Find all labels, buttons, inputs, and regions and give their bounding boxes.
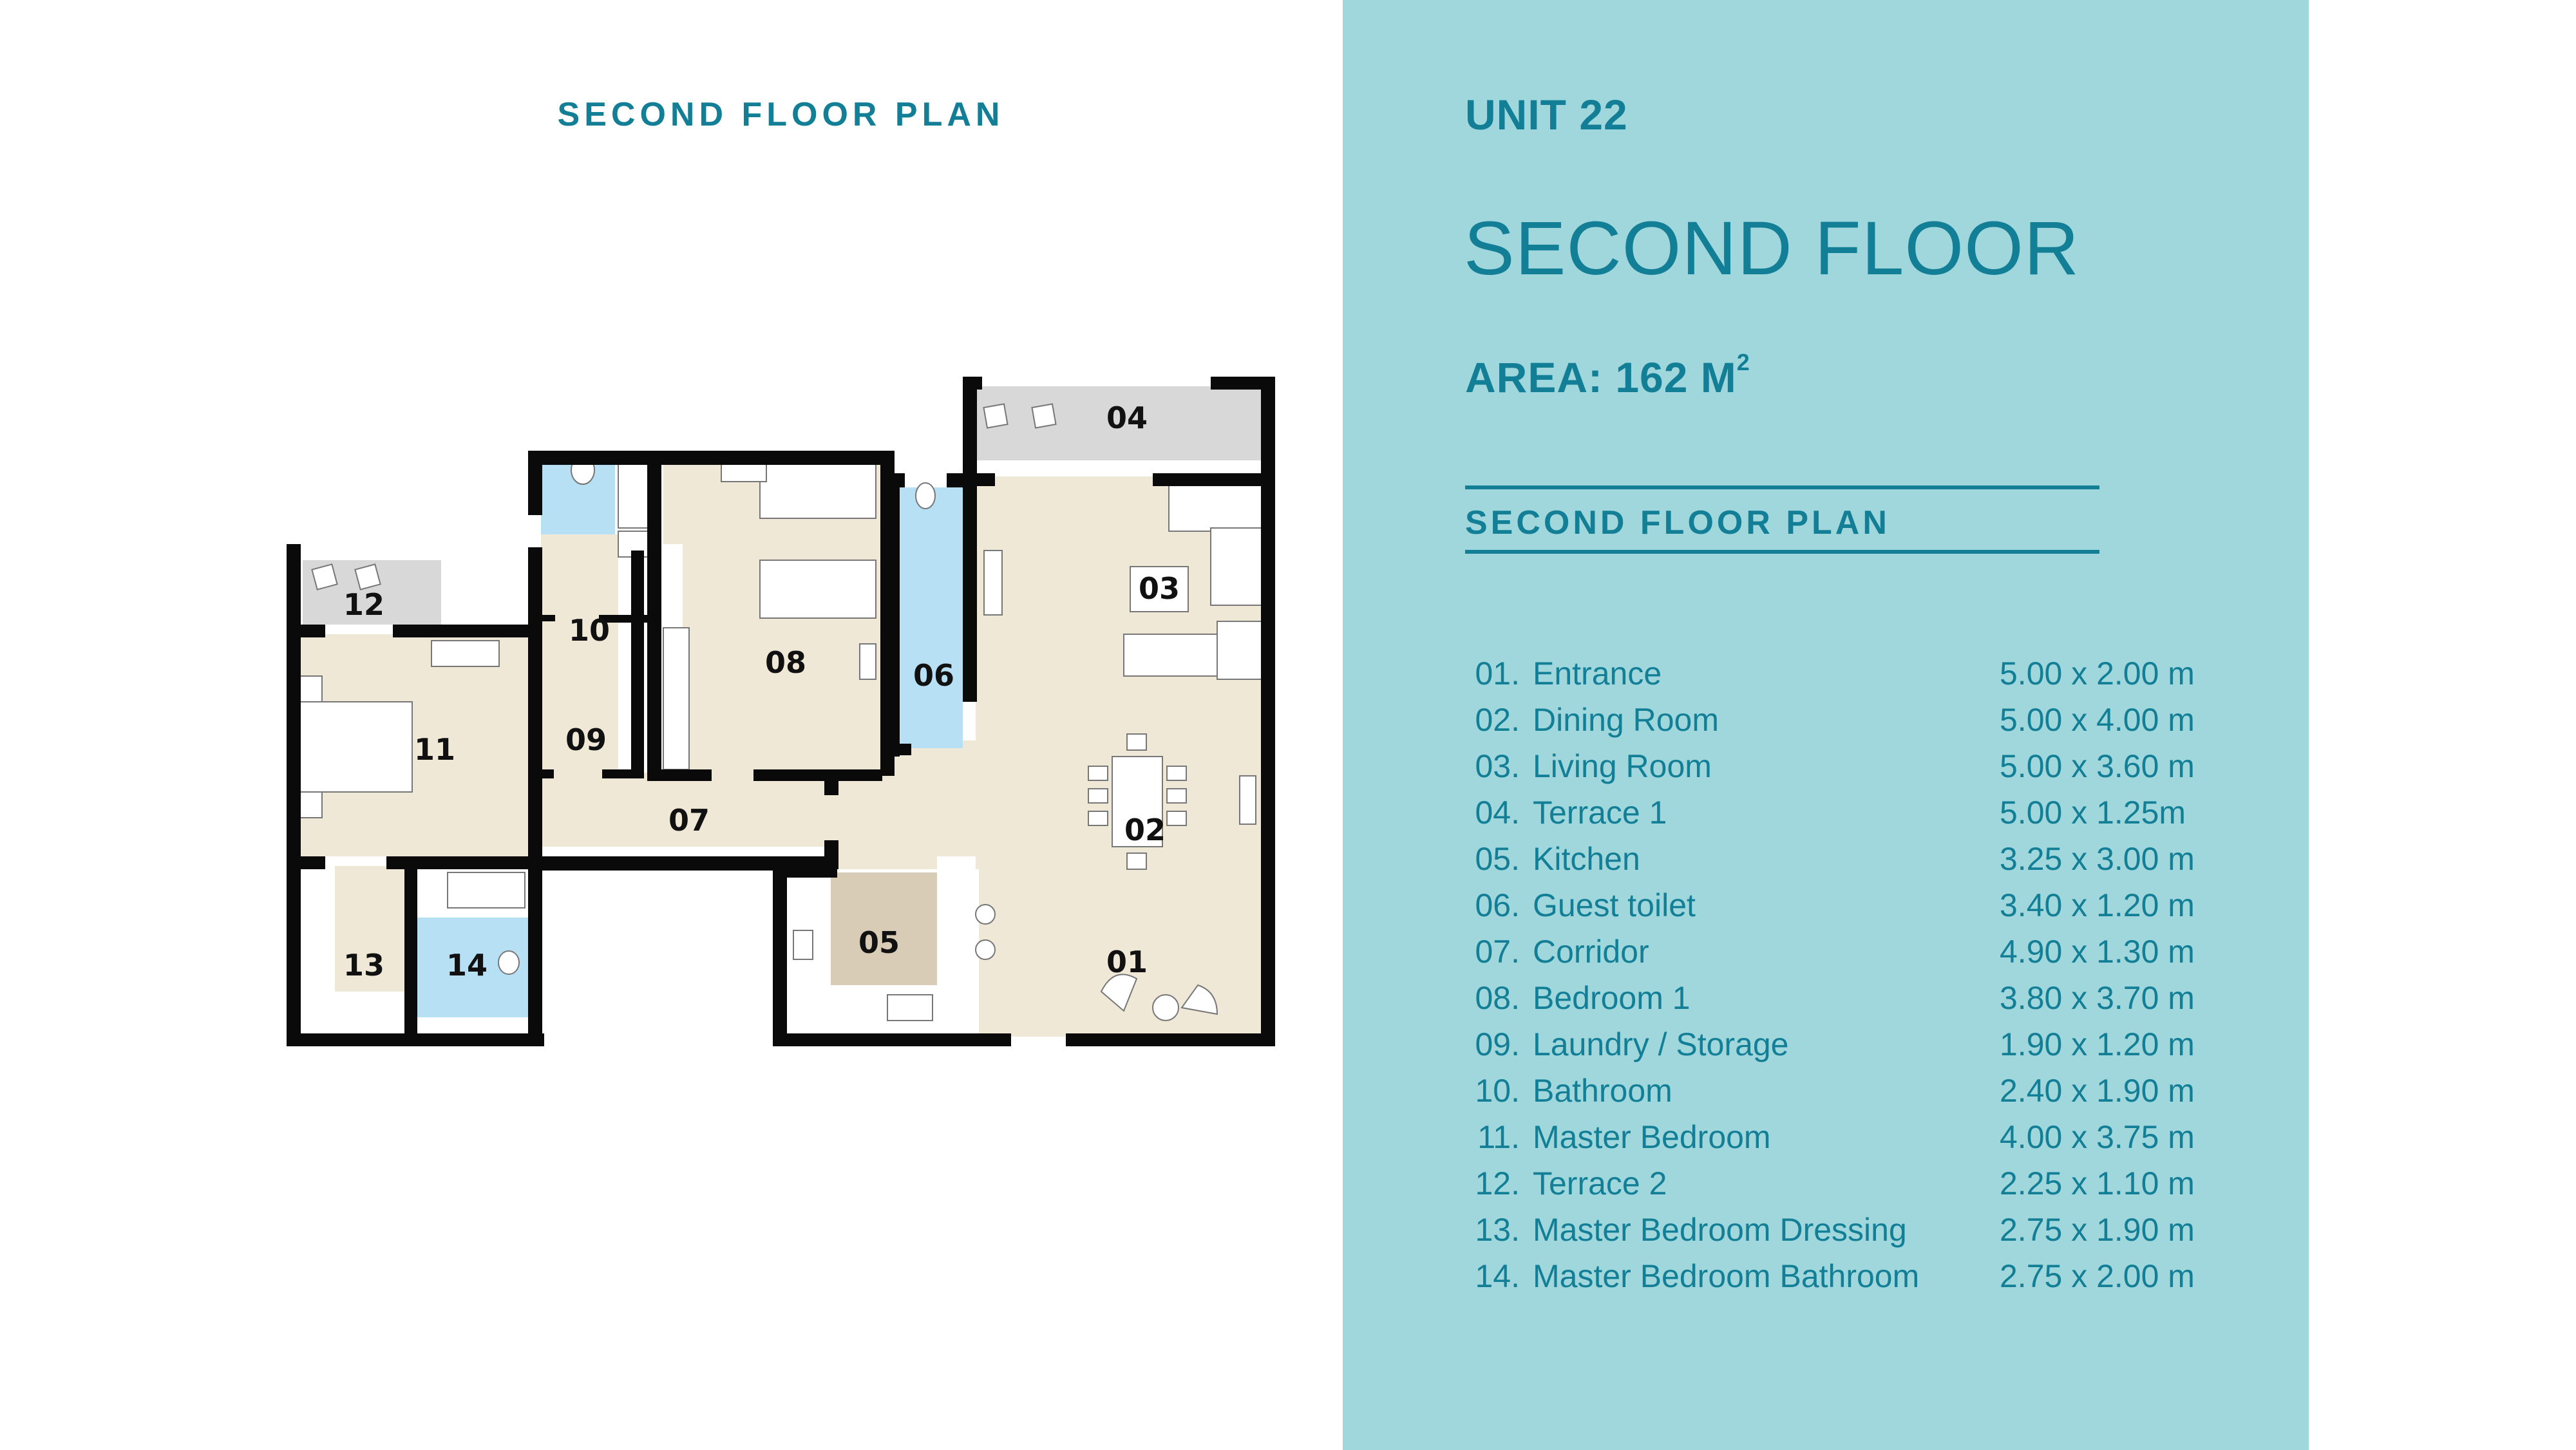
room-dimensions: 4.00 x 3.75 m (2000, 1119, 2195, 1155)
svg-text:04: 04 (1106, 400, 1148, 435)
room-number: 13. (1475, 1212, 1520, 1248)
room-dimensions: 3.80 x 3.70 m (2000, 980, 2195, 1016)
area-value: AREA: 162 M2 (1465, 349, 1750, 402)
list-item: 10. Bathroom 2.40 x 1.90 m (1462, 1068, 2299, 1114)
room-dimensions: 5.00 x 2.00 m (2000, 655, 2195, 692)
list-item: 13. Master Bedroom Dressing 2.75 x 1.90 m (1462, 1207, 2299, 1253)
svg-text:01: 01 (1106, 945, 1148, 979)
list-item: 02. Dining Room 5.00 x 4.00 m (1462, 697, 2299, 743)
room-name: Terrace 1 (1533, 795, 1667, 831)
list-item: 04. Terrace 1 5.00 x 1.25m (1462, 789, 2299, 836)
room-name: Laundry / Storage (1533, 1026, 1789, 1062)
room-name: Bedroom 1 (1533, 980, 1690, 1016)
svg-text:05: 05 (858, 925, 900, 960)
plan-title: SECOND FLOOR PLAN (557, 96, 1005, 133)
list-item: 05. Kitchen 3.25 x 3.00 m (1462, 836, 2299, 882)
room-fills (296, 386, 1269, 1037)
room-number: 09. (1475, 1026, 1520, 1062)
room-name: Master Bedroom (1533, 1119, 1771, 1155)
room-name: Dining Room (1533, 702, 1719, 738)
svg-text:06: 06 (913, 658, 954, 693)
room-name: Master Bedroom Bathroom (1533, 1258, 1920, 1294)
room-name: Living Room (1533, 748, 1712, 784)
svg-text:09: 09 (565, 722, 607, 757)
room-labels: 01 02 03 04 05 06 07 08 09 10 11 12 13 1… (343, 400, 1180, 983)
room-number: 07. (1475, 934, 1520, 970)
room-dimensions: 2.75 x 2.00 m (2000, 1258, 2195, 1294)
svg-text:10: 10 (569, 613, 610, 648)
room-number: 08. (1475, 980, 1520, 1016)
svg-text:11: 11 (414, 732, 455, 767)
room-number: 11. (1477, 1119, 1520, 1155)
area-superscript: 2 (1736, 349, 1750, 375)
walls (287, 377, 1275, 1046)
svg-text:07: 07 (668, 803, 710, 838)
room-name: Terrace 2 (1533, 1165, 1667, 1201)
room-dimensions: 3.40 x 1.20 m (2000, 887, 2195, 923)
floor-title: SECOND FLOOR (1464, 206, 2080, 291)
room-number: 05. (1475, 841, 1520, 877)
room-number: 10. (1475, 1073, 1520, 1109)
list-item: 07. Corridor 4.90 x 1.30 m (1462, 928, 2299, 975)
svg-text:08: 08 (765, 645, 806, 680)
room-dimensions: 5.00 x 3.60 m (2000, 748, 2195, 784)
room-name: Guest toilet (1533, 887, 1696, 923)
room-list: 01. Entrance 5.00 x 2.00 m 02. Dining Room 5… (1462, 650, 2299, 1299)
room-number: 06. (1475, 887, 1520, 923)
divider-bottom (1465, 550, 2099, 554)
list-item: 11. Master Bedroom 4.00 x 3.75 m (1462, 1114, 2299, 1160)
room-dimensions: 5.00 x 4.00 m (2000, 702, 2195, 738)
room-number: 04. (1475, 795, 1520, 831)
unit-title: UNIT 22 (1465, 91, 1628, 138)
floor-plan-area: SECOND FLOOR PLAN (287, 96, 1275, 1046)
room-dimensions: 3.25 x 3.00 m (2000, 841, 2195, 877)
list-item: 12. Terrace 2 2.25 x 1.10 m (1462, 1160, 2299, 1207)
room-number: 12. (1475, 1165, 1520, 1201)
room-dimensions: 2.40 x 1.90 m (2000, 1073, 2195, 1109)
room-name: Corridor (1533, 934, 1649, 970)
list-item: 06. Guest toilet 3.40 x 1.20 m (1462, 882, 2299, 928)
list-item: 14. Master Bedroom Bathroom 2.75 x 2.00 m (1462, 1253, 2299, 1299)
list-item: 08. Bedroom 1 3.80 x 3.70 m (1462, 975, 2299, 1021)
room-number: 01. (1475, 655, 1520, 692)
svg-text:02: 02 (1124, 813, 1166, 847)
room-number: 14. (1475, 1258, 1520, 1294)
divider-top (1465, 485, 2099, 489)
room-dimensions: 4.90 x 1.30 m (2000, 934, 2195, 970)
room-name: Entrance (1533, 655, 1662, 692)
room-number: 02. (1475, 702, 1520, 738)
floor-plan-drawing: 01 02 03 04 05 06 07 08 09 10 11 12 13 1… (287, 377, 1275, 1046)
room-dimensions: 2.25 x 1.10 m (2000, 1165, 2195, 1201)
area-label: AREA: 162 M (1465, 353, 1737, 401)
furniture (296, 403, 1266, 1021)
room-dimensions: 5.00 x 1.25m (2000, 795, 2186, 831)
room-name: Master Bedroom Dressing (1533, 1212, 1907, 1248)
room-name: Bathroom (1533, 1073, 1672, 1109)
svg-text:14: 14 (446, 948, 488, 983)
room-name: Kitchen (1533, 841, 1640, 877)
room-dimensions: 1.90 x 1.20 m (2000, 1026, 2195, 1062)
svg-text:12: 12 (343, 587, 384, 622)
room-number: 03. (1475, 748, 1520, 784)
svg-text:13: 13 (343, 948, 384, 983)
room-dimensions: 2.75 x 1.90 m (2000, 1212, 2195, 1248)
svg-text:03: 03 (1139, 571, 1180, 606)
list-item: 09. Laundry / Storage 1.90 x 1.20 m (1462, 1021, 2299, 1068)
list-item: 03. Living Room 5.00 x 3.60 m (1462, 743, 2299, 789)
list-item: 01. Entrance 5.00 x 2.00 m (1462, 650, 2299, 697)
info-panel: UNIT 22 SECOND FLOOR AREA: 162 M2 SECOND… (1343, 0, 2309, 1450)
plan-subheading: SECOND FLOOR PLAN (1465, 504, 1890, 541)
